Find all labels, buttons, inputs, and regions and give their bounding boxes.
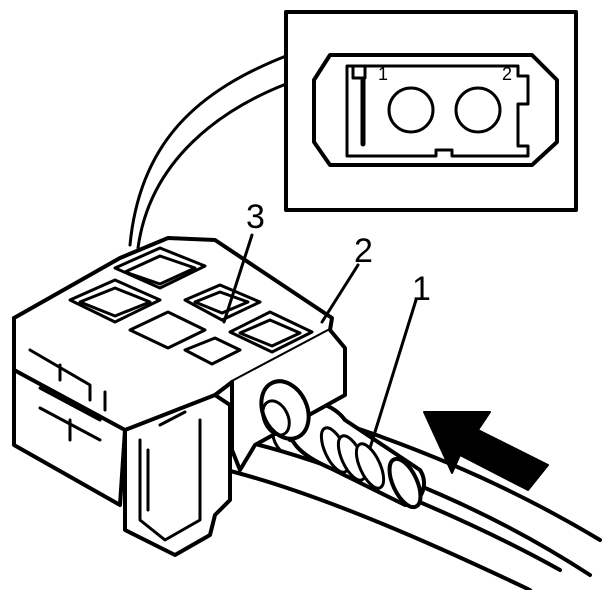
leader-line-3 bbox=[222, 233, 254, 324]
callout-label-2: 2 bbox=[354, 232, 373, 270]
callout-label-3: 3 bbox=[246, 198, 265, 236]
leader-line-1 bbox=[368, 298, 418, 450]
connector-cavities bbox=[68, 246, 314, 366]
connector-body bbox=[12, 236, 347, 557]
inset-pin-label-1: 1 bbox=[378, 64, 388, 84]
pin-cavity-2 bbox=[454, 86, 502, 134]
terminal-face-outline bbox=[312, 53, 559, 167]
leader-line-2 bbox=[320, 263, 360, 324]
callout-label-1: 1 bbox=[412, 270, 431, 308]
pin-cavity-1 bbox=[387, 86, 435, 134]
inset-pin-label-2: 2 bbox=[502, 64, 512, 84]
insert-direction-arrow bbox=[423, 411, 549, 491]
